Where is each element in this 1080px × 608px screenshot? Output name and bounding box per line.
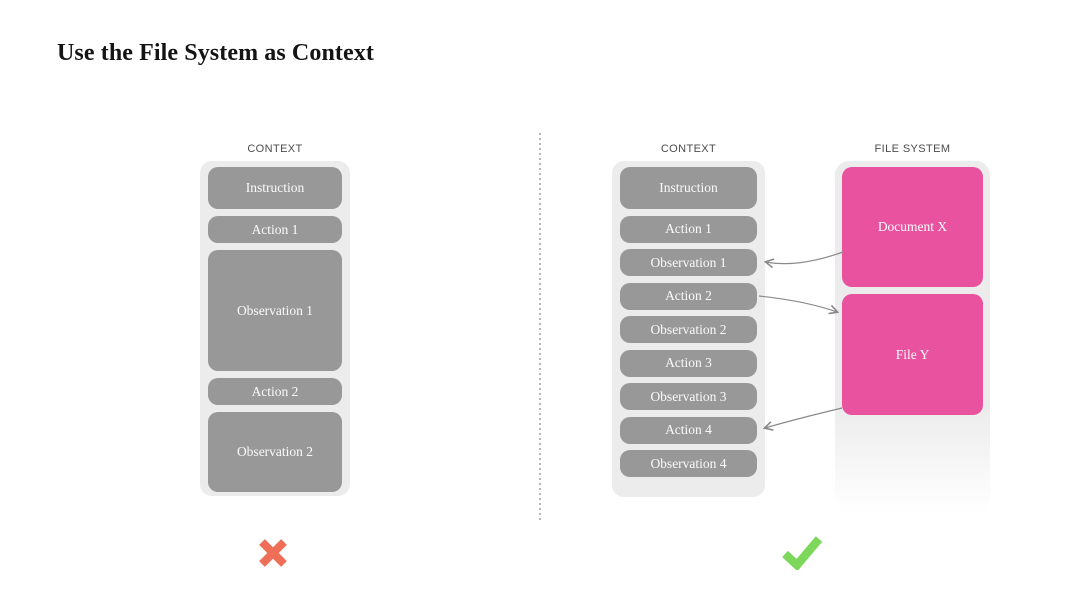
action-1-box: Action 1 xyxy=(620,215,757,243)
instruction-box: Instruction xyxy=(208,167,342,209)
right-context-panel: Instruction Action 1 Observation 1 Actio… xyxy=(612,161,765,497)
action-3-box: Action 3 xyxy=(620,349,757,377)
action-2-box: Action 2 xyxy=(208,378,342,405)
instruction-box: Instruction xyxy=(620,167,757,209)
cross-icon xyxy=(257,537,289,574)
action-4-box: Action 4 xyxy=(620,416,757,444)
action-2-box: Action 2 xyxy=(620,282,757,310)
vertical-dotted-divider xyxy=(539,133,541,520)
observation-1-box: Observation 1 xyxy=(620,249,757,276)
file-y-box: File Y xyxy=(842,294,983,415)
observation-4-box: Observation 4 xyxy=(620,450,757,477)
check-icon xyxy=(781,534,823,575)
left-context-panel: Instruction Action 1 Observation 1 Actio… xyxy=(200,161,350,496)
observation-2-box: Observation 2 xyxy=(620,316,757,343)
page-title: Use the File System as Context xyxy=(57,40,374,66)
arrow-document-x-to-observation-1 xyxy=(766,251,844,264)
observation-1-box: Observation 1 xyxy=(208,250,342,371)
arrow-action-2-to-file-y xyxy=(758,295,837,312)
action-1-box: Action 1 xyxy=(208,216,342,243)
document-x-box: Document X xyxy=(842,167,983,287)
right-context-column-label: CONTEXT xyxy=(660,143,717,155)
observation-3-box: Observation 3 xyxy=(620,383,757,410)
file-system-column-label: FILE SYSTEM xyxy=(874,143,951,155)
left-context-column-label: CONTEXT xyxy=(247,143,303,155)
file-system-panel: Document X File Y xyxy=(835,161,990,513)
arrow-file-y-to-action-4 xyxy=(765,407,843,428)
observation-2-box: Observation 2 xyxy=(208,412,342,492)
